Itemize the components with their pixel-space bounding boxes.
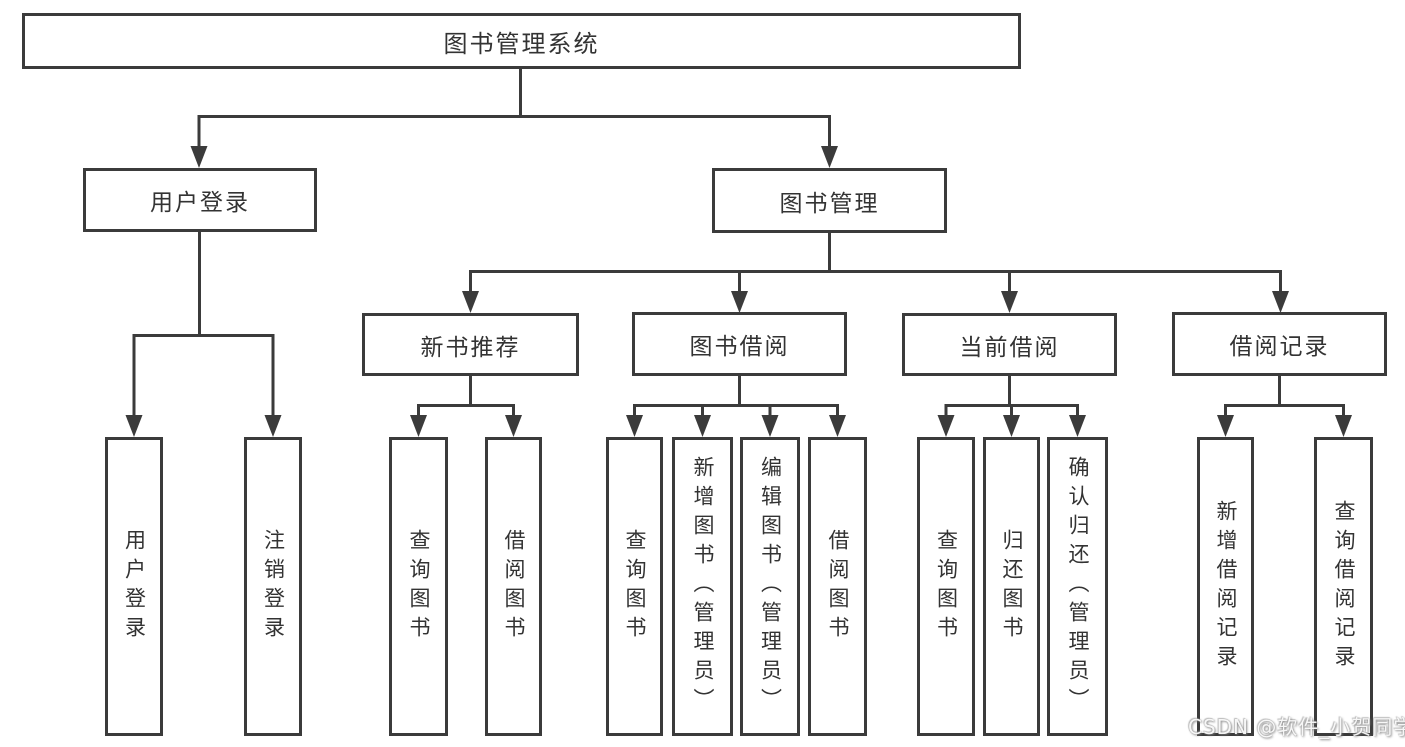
edge-root-to-level2 [197, 69, 831, 148]
arrowhead [1335, 415, 1352, 437]
edge-bookborrow-to-leaves [633, 376, 839, 418]
leaf-borrow-book-1-label: 借阅图书 [502, 528, 526, 645]
node-borrow-records: 借阅记录 [1172, 312, 1387, 376]
leaf-query-book-3-label: 查询图书 [934, 528, 959, 645]
leaf-add-book-admin: 新增图书（管理员） [672, 437, 733, 736]
leaf-borrow-book-2: 借阅图书 [808, 437, 867, 736]
arrowhead [505, 415, 522, 437]
arrowhead [1272, 291, 1289, 313]
node-current-borrow-label: 当前借阅 [959, 334, 1060, 361]
arrowhead [264, 415, 282, 437]
node-user-login-label: 用户登录 [150, 190, 250, 216]
arrowhead [821, 146, 838, 168]
arrowhead [125, 415, 143, 437]
node-book-management: 图书管理 [712, 168, 947, 233]
arrowhead [761, 415, 779, 437]
watermark: CSDN @软件_小贺同学 [1188, 715, 1405, 739]
edge-userlogin-to-leaves [132, 231, 275, 417]
arrowhead [1069, 415, 1086, 437]
leaf-edit-book-admin: 编辑图书（管理员） [740, 437, 800, 736]
node-book-borrow-label: 图书借阅 [689, 334, 790, 360]
leaf-return-book: 归还图书 [983, 437, 1040, 736]
node-book-borrow: 图书借阅 [632, 312, 847, 376]
leaf-user-login: 用户登录 [105, 437, 163, 736]
leaf-confirm-return-admin: 确认归还（管理员） [1047, 437, 1108, 736]
leaf-edit-book-admin-label: 编辑图书（管理员） [758, 456, 783, 717]
leaf-query-book-2: 查询图书 [606, 437, 663, 736]
arrowhead [829, 415, 846, 437]
arrowhead [1001, 291, 1018, 313]
arrowhead [1003, 415, 1020, 437]
leaf-query-borrow-record: 查询借阅记录 [1314, 437, 1373, 736]
leaf-query-book-2-label: 查询图书 [623, 528, 647, 645]
edge-bookmgmt-to-level3 [469, 233, 1282, 293]
leaf-logout-label: 注销登录 [261, 528, 286, 645]
arrowhead [462, 291, 479, 313]
arrowheads [125, 146, 1352, 437]
arrowhead [410, 415, 427, 437]
node-user-login: 用户登录 [83, 168, 317, 232]
leaf-user-login-label: 用户登录 [122, 528, 147, 645]
arrowhead [626, 415, 643, 437]
leaf-query-book-3: 查询图书 [917, 437, 975, 736]
node-root: 图书管理系统 [22, 13, 1021, 69]
leaf-add-book-admin-label: 新增图书（管理员） [691, 456, 715, 717]
leaf-return-book-label: 归还图书 [1000, 528, 1024, 645]
node-root-label: 图书管理系统 [443, 29, 600, 58]
arrowhead [937, 415, 955, 437]
leaf-borrow-book-1: 借阅图书 [485, 437, 542, 736]
leaf-logout: 注销登录 [244, 437, 302, 736]
edge-currentborrow-to-leaves [944, 376, 1079, 418]
arrowhead [694, 415, 711, 437]
leaf-add-borrow-record: 新增借阅记录 [1197, 437, 1254, 736]
node-current-borrow: 当前借阅 [902, 313, 1117, 376]
leaf-add-borrow-record-label: 新增借阅记录 [1214, 499, 1238, 674]
leaf-query-borrow-record-label: 查询借阅记录 [1332, 499, 1356, 674]
node-new-book-recommend: 新书推荐 [362, 313, 579, 376]
node-book-management-label: 图书管理 [779, 190, 880, 217]
leaf-query-book-1: 查询图书 [389, 437, 448, 736]
node-borrow-records-label: 借阅记录 [1229, 334, 1330, 360]
leaf-borrow-book-2-label: 借阅图书 [826, 528, 850, 645]
leaf-confirm-return-admin-label: 确认归还（管理员） [1066, 456, 1090, 717]
arrowhead [1217, 415, 1234, 437]
node-new-book-recommend-label: 新书推荐 [420, 334, 521, 361]
leaf-query-book-1-label: 查询图书 [407, 528, 431, 645]
edge-newbookrec-to-leaves [417, 376, 515, 418]
edge-borrowrecords-to-leaves [1224, 376, 1345, 418]
arrowhead [190, 146, 208, 168]
arrowhead [731, 291, 748, 313]
